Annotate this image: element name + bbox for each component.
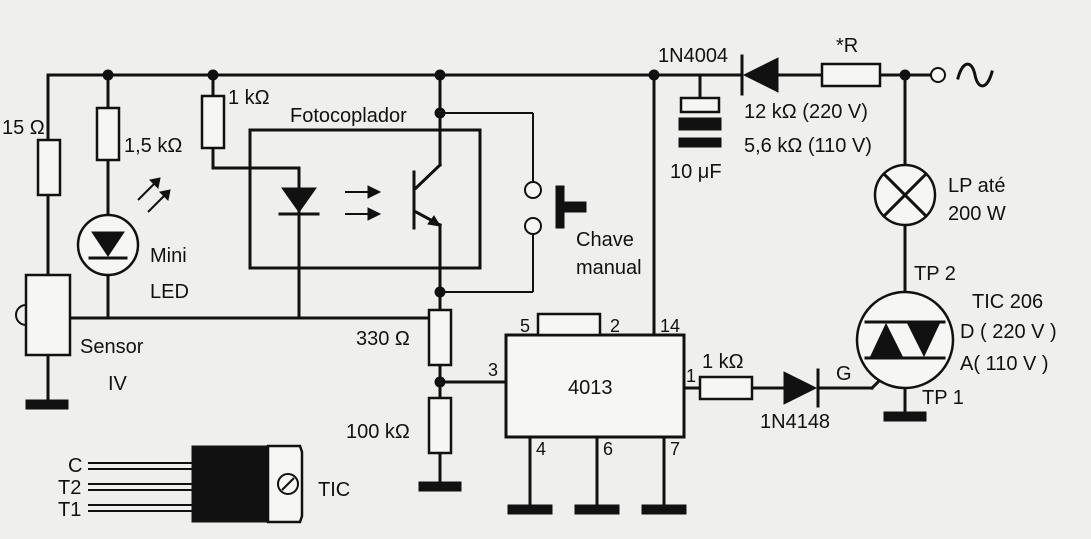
label-lamp-2: 200 W <box>948 203 1006 225</box>
resistor-1k-output <box>698 375 754 401</box>
label-1n4004: 1N4004 <box>658 45 728 67</box>
label-switch-2: manual <box>576 257 642 279</box>
junction-dots <box>102 69 911 388</box>
ground-symbols <box>25 399 927 515</box>
label-triac-name: TIC 206 <box>972 291 1043 313</box>
label-pin-5: 5 <box>520 316 530 336</box>
optocoupler <box>248 128 482 270</box>
label-pin-6: 6 <box>603 439 613 459</box>
label-pin-3: 3 <box>488 360 498 380</box>
diode-1n4004 <box>740 54 779 96</box>
diode-1n4148 <box>783 368 820 408</box>
label-cap-10uf: 10 μF <box>670 161 722 183</box>
label-sensor-1: Sensor <box>80 336 144 358</box>
label-switch-1: Chave <box>576 229 634 251</box>
resistor-1-5k <box>95 106 121 162</box>
label-pkg-t2: T2 <box>58 477 81 499</box>
label-pin-14: 14 <box>660 316 680 336</box>
label-r-1k-output: 1 kΩ <box>702 351 744 373</box>
label-star-r: *R <box>836 35 858 57</box>
label-pin-1: 1 <box>686 366 696 386</box>
label-pkg-name: TIC <box>318 479 350 501</box>
labels: 15 Ω 1,5 kΩ 1 kΩ Fotocoplador 1N4004 *R … <box>2 35 1057 521</box>
mini-led <box>76 177 171 277</box>
label-tp1: TP 1 <box>922 387 964 409</box>
label-1n4148: 1N4148 <box>760 411 830 433</box>
label-pkg-c: C <box>68 455 82 477</box>
label-gate: G <box>836 363 852 385</box>
label-ic-4013: 4013 <box>568 377 613 399</box>
label-r-330: 330 Ω <box>356 328 410 350</box>
label-r-100k: 100 kΩ <box>346 421 410 443</box>
label-led-2: LED <box>150 281 189 303</box>
label-r-15: 15 Ω <box>2 117 45 139</box>
lamp <box>873 163 937 227</box>
ac-input-terminal <box>930 62 994 88</box>
ir-sensor <box>15 273 72 357</box>
label-led-1: Mini <box>150 245 187 267</box>
label-pin-2: 2 <box>610 316 620 336</box>
label-lamp-1: LP até <box>948 175 1005 197</box>
label-pkg-t1: T1 <box>58 499 81 521</box>
resistor-100k <box>427 396 453 455</box>
resistor-1k-top <box>200 94 226 150</box>
capacitor-10uf <box>678 96 722 148</box>
ic-4013 <box>504 312 686 439</box>
label-r-1k-top: 1 kΩ <box>228 87 270 109</box>
label-triac-a: A( 110 V ) <box>960 353 1049 375</box>
label-r-12k: 12 kΩ (220 V) <box>744 101 868 123</box>
label-pin-4: 4 <box>536 439 546 459</box>
wiring <box>46 73 932 507</box>
label-r-5-6k: 5,6 kΩ (110 V) <box>744 135 872 157</box>
label-sensor-2: IV <box>108 373 128 395</box>
resistor-star-r <box>820 62 882 88</box>
resistor-15-ohm <box>36 138 62 197</box>
label-pin-7: 7 <box>670 439 680 459</box>
tic-package-drawing <box>88 444 304 524</box>
label-r-1-5k: 1,5 kΩ <box>124 135 182 157</box>
label-triac-d: D ( 220 V ) <box>960 321 1057 343</box>
manual-switch <box>524 181 587 235</box>
label-tp2: TP 2 <box>914 263 956 285</box>
label-optocoupler: Fotocoplador <box>290 105 407 127</box>
resistor-330-ohm <box>427 308 453 367</box>
triac-tic206 <box>855 290 955 390</box>
